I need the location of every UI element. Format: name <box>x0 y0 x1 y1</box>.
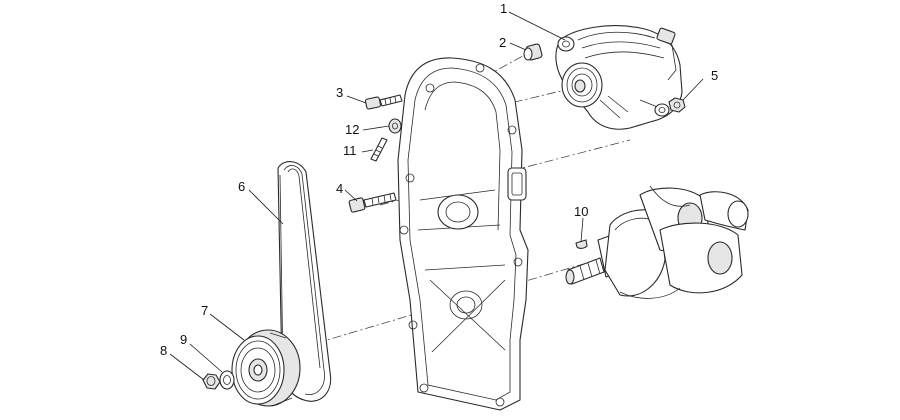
timing-cover <box>397 57 529 411</box>
leader-1 <box>508 11 566 41</box>
callout-8: 8 <box>160 343 167 358</box>
callout-7: 7 <box>201 303 208 318</box>
leader-11 <box>361 149 374 153</box>
leader-7 <box>209 313 245 341</box>
callout-10: 10 <box>574 204 588 219</box>
leader-4 <box>344 189 358 202</box>
leader-3 <box>346 95 367 104</box>
crank-pulley <box>231 329 301 407</box>
callout-4: 4 <box>336 181 343 196</box>
woodruff-key <box>575 239 588 249</box>
leader-8 <box>169 353 205 381</box>
leader-6 <box>248 189 284 225</box>
callout-labels: 1 2 3 4 5 6 7 8 9 10 11 12 <box>160 1 718 358</box>
leader-10 <box>580 217 584 243</box>
callout-9: 9 <box>180 332 187 347</box>
leader-5 <box>682 78 704 101</box>
leader-9 <box>189 343 223 373</box>
callout-6: 6 <box>238 179 245 194</box>
callout-1: 1 <box>500 1 507 16</box>
pulley-nut <box>202 373 221 390</box>
spacer-bushing <box>523 43 543 61</box>
bolt-4 <box>348 192 397 213</box>
stud-11 <box>370 137 388 162</box>
pulley-washer <box>219 370 235 390</box>
bolt-3 <box>364 94 403 110</box>
leader-12 <box>362 125 390 131</box>
callout-5: 5 <box>711 68 718 83</box>
washer-12 <box>388 118 402 134</box>
alternator-nut <box>668 97 686 113</box>
leader-2 <box>509 42 527 51</box>
callout-11: 11 <box>343 143 357 158</box>
leader-lines <box>169 11 704 381</box>
callout-2: 2 <box>499 35 506 50</box>
crankshaft <box>565 185 749 299</box>
callout-12: 12 <box>345 122 359 137</box>
alternator <box>555 25 683 130</box>
callout-3: 3 <box>336 85 343 100</box>
